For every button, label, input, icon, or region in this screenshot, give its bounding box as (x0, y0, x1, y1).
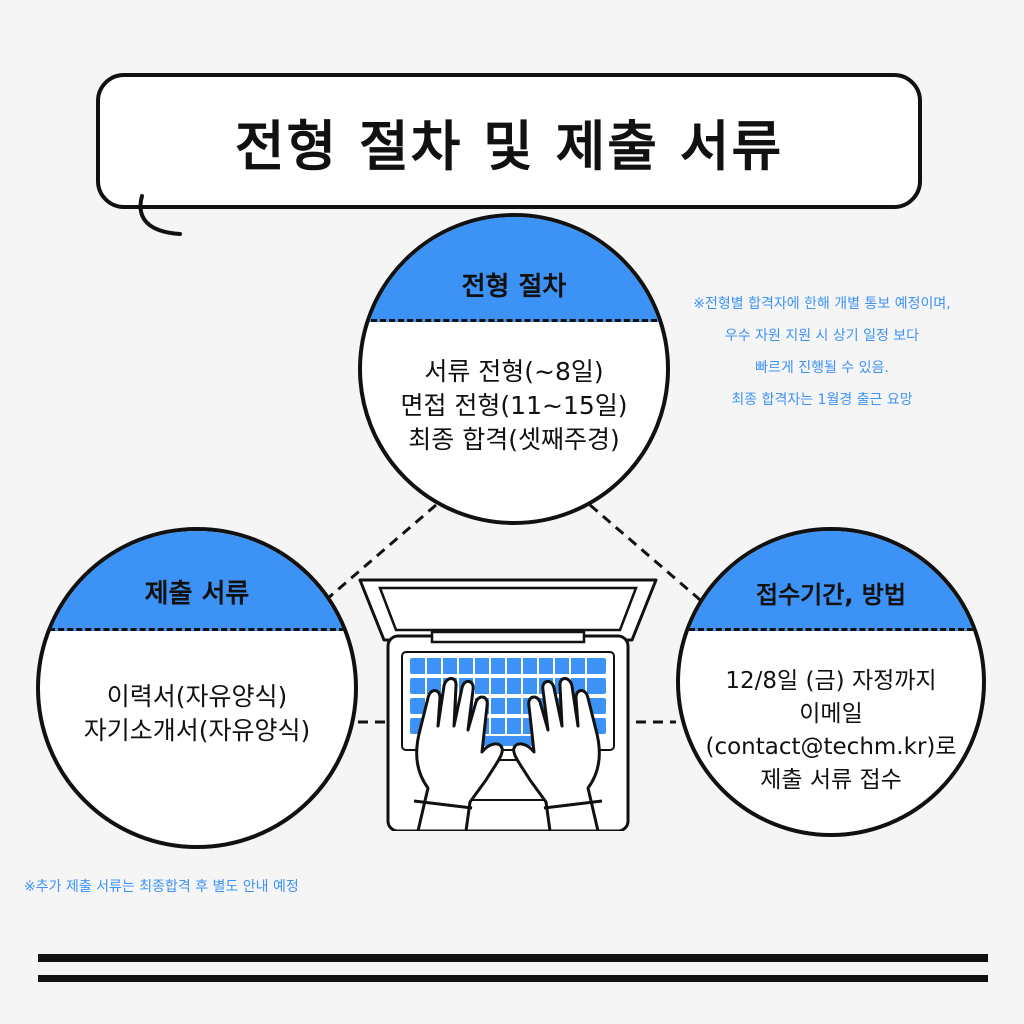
document-item: 이력서(자유양식) (106, 682, 288, 711)
additional-documents-note: ※추가 제출 서류는 최종합격 후 별도 안내 예정 (24, 879, 299, 895)
page-title: 전형 절차 및 제출 서류 (234, 114, 784, 178)
note-line: ※전형별 합격자에 한해 개별 통보 예정이며, (693, 296, 951, 312)
process-step: 서류 전형(~8일) (424, 357, 604, 386)
laptop-typing-hands-icon (358, 578, 658, 831)
process-step: 최종 합격(셋째주경) (408, 425, 620, 454)
application-line: 이메일 (799, 701, 863, 727)
note-line: 우수 자원 지원 시 상기 일정 보다 (724, 328, 920, 344)
process-circle: 전형 절차 서류 전형(~8일) 면접 전형(11~15일) 최종 합격(셋째주… (358, 213, 670, 525)
divider-line (38, 954, 988, 962)
speech-bubble-tail (138, 194, 182, 236)
application-line: 제출 서류 접수 (760, 767, 902, 793)
application-line: 12/8일 (금) 자정까지 (725, 668, 937, 694)
application-circle: 접수기간, 방법 12/8일 (금) 자정까지 이메일 (contact@tec… (676, 527, 986, 837)
note-line: 최종 합격자는 1월경 출근 요망 (731, 392, 913, 408)
documents-header: 제출 서류 (40, 531, 354, 631)
process-step: 면접 전형(11~15일) (400, 391, 628, 420)
application-header: 접수기간, 방법 (680, 531, 982, 631)
application-line: (contact@techm.kr)로 (705, 734, 957, 760)
title-bubble: 전형 절차 및 제출 서류 (96, 73, 922, 209)
process-header: 전형 절차 (362, 217, 666, 322)
application-header-label: 접수기간, 방법 (756, 581, 906, 609)
documents-circle: 제출 서류 이력서(자유양식) 자기소개서(자유양식) (36, 527, 358, 849)
process-header-label: 전형 절차 (461, 272, 567, 302)
process-steps: 서류 전형(~8일) 면접 전형(11~15일) 최종 합격(셋째주경) (362, 355, 666, 457)
documents-header-label: 제출 서류 (144, 579, 250, 609)
note-line: 빠르게 진행될 수 있음. (755, 360, 889, 376)
schedule-note: ※전형별 합격자에 한해 개별 통보 예정이며, 우수 자원 지원 시 상기 일… (652, 288, 992, 416)
divider-line (38, 975, 988, 982)
document-item: 자기소개서(자유양식) (83, 716, 311, 745)
application-details: 12/8일 (금) 자정까지 이메일 (contact@techm.kr)로 제… (680, 665, 982, 797)
documents-list: 이력서(자유양식) 자기소개서(자유양식) (40, 680, 354, 748)
